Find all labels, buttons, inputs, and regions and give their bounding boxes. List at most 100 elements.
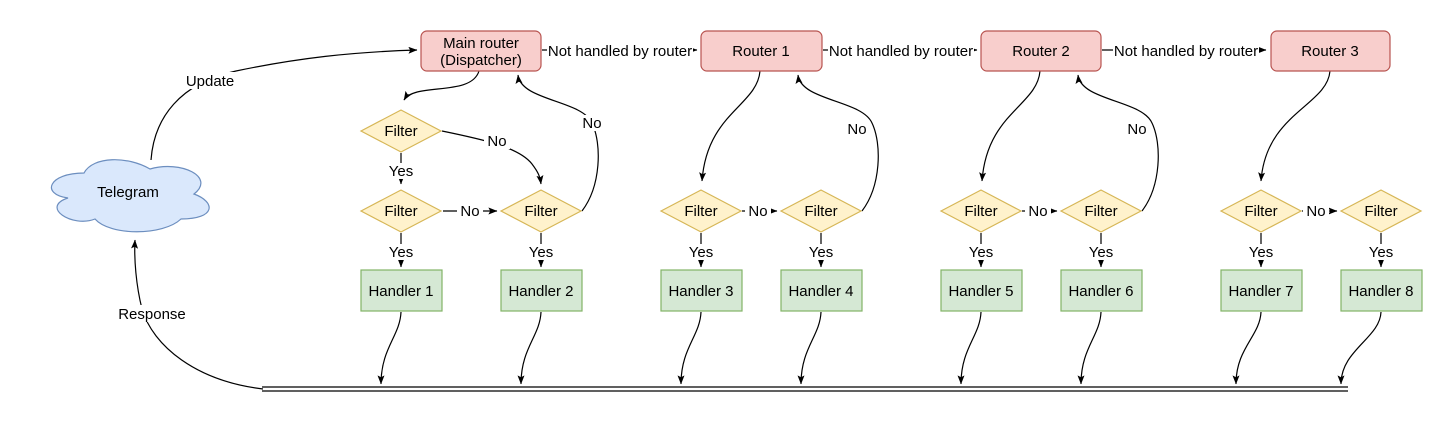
- yes-r3a-text: Yes: [1249, 244, 1273, 261]
- edge-handler5-to-bus: [957, 311, 982, 385]
- yes-r2a-bg: [967, 244, 995, 260]
- yes-label-top: Yes: [387, 163, 415, 180]
- filter-diamond-m2: [499, 189, 583, 233]
- yes-r2b-bg: [1087, 244, 1115, 260]
- not-handled-2-bg: [828, 43, 974, 59]
- not-handled-label-3: Not handled by router: [1113, 43, 1259, 60]
- handler-2-label: Handler 2: [508, 283, 573, 300]
- not-handled-label-1: Not handled by router: [547, 43, 693, 60]
- yes-label-r1b: Yes: [807, 244, 835, 261]
- edge-handler8-to-bus: [1337, 311, 1382, 385]
- filter-top-label: Filter: [384, 123, 417, 140]
- edge-update-arrow: [150, 46, 418, 161]
- edge-router3-to-filter: [1258, 70, 1331, 182]
- edge-handler2-to-bus: [517, 311, 542, 385]
- yes-label-r2a: Yes: [967, 244, 995, 261]
- router-box-dispatcher: [420, 30, 542, 72]
- router-box-2: [980, 30, 1102, 72]
- filter-r1b-label: Filter: [804, 203, 837, 220]
- no-r1-return-bg: [844, 121, 870, 137]
- no-r2-return-text: No: [1127, 121, 1146, 138]
- update-label-bg: [181, 72, 239, 89]
- yes-r1a-bg: [687, 244, 715, 260]
- telegram-cloud: [50, 159, 210, 233]
- router-3-label: Router 3: [1301, 43, 1359, 60]
- router-2-label: Router 2: [1012, 43, 1070, 60]
- yes-m1-text: Yes: [389, 244, 413, 261]
- no-m-return-bg: [579, 115, 605, 131]
- not-handled-1-bg: [547, 43, 693, 59]
- no-m-return-text: No: [582, 115, 601, 132]
- not-handled-1-text: Not handled by router: [548, 43, 692, 60]
- edge-labels: Update Response Not handled by router No…: [115, 43, 1395, 323]
- router-box-1: [700, 30, 823, 72]
- handler-box-4: [780, 269, 863, 312]
- yes-r1a-text: Yes: [689, 244, 713, 261]
- filter-diamond-m1: [359, 189, 443, 233]
- no-r3-text: No: [1306, 203, 1325, 220]
- yes-label-m2: Yes: [527, 244, 555, 261]
- filter-r2b-label: Filter: [1084, 203, 1117, 220]
- handler-box-6: [1060, 269, 1143, 312]
- filter-diamond-r3a: [1219, 189, 1303, 233]
- edge-filter-m2-no-return: [515, 74, 599, 212]
- handler-5-label: Handler 5: [948, 283, 1013, 300]
- handler-1-label: Handler 1: [368, 283, 433, 300]
- no-label-filter-top: No: [484, 133, 510, 150]
- router-box-3: [1270, 30, 1391, 72]
- edge-dispatcher-to-filter-top: [403, 70, 480, 101]
- no-r1-bg: [745, 203, 771, 219]
- no-r2-bg: [1025, 203, 1051, 219]
- no-r2-text: No: [1028, 203, 1047, 220]
- not-handled-3-text: Not handled by router: [1114, 43, 1258, 60]
- router-dispatcher-line1: Main router: [443, 35, 519, 52]
- no-r2-return-bg: [1124, 121, 1150, 137]
- edge-handler6-to-bus: [1077, 311, 1102, 385]
- no-label-r1: No: [745, 203, 771, 220]
- no-label-m: No: [457, 203, 483, 220]
- handler-3-label: Handler 3: [668, 283, 733, 300]
- not-handled-3-bg: [1113, 43, 1259, 59]
- nodes: Telegram Main router (Dispatcher) Router…: [50, 30, 1423, 312]
- edge-router1-to-filter: [699, 70, 761, 182]
- filter-m1-label: Filter: [384, 203, 417, 220]
- filter-r2a-label: Filter: [964, 203, 997, 220]
- no-m-bg: [457, 203, 483, 219]
- yes-r1b-bg: [807, 244, 835, 260]
- yes-label-m1: Yes: [387, 244, 415, 261]
- not-handled-2-text: Not handled by router: [829, 43, 973, 60]
- yes-top-bg: [387, 163, 415, 179]
- edges: [131, 46, 1385, 392]
- update-label: Update: [181, 72, 239, 90]
- yes-label-r1a: Yes: [687, 244, 715, 261]
- filter-diamond-r1b: [779, 189, 863, 233]
- yes-m2-text: Yes: [529, 244, 553, 261]
- yes-m2-bg: [527, 244, 555, 260]
- filter-r3a-label: Filter: [1244, 203, 1277, 220]
- update-label-text: Update: [186, 73, 234, 90]
- handler-box-5: [940, 269, 1023, 312]
- edge-handler3-to-bus: [677, 311, 702, 385]
- filter-m2-label: Filter: [524, 203, 557, 220]
- handler-box-1: [360, 269, 443, 312]
- filter-diamond-r2b: [1059, 189, 1143, 233]
- filter-diamond-top: [359, 109, 443, 153]
- no-label-r1-return: No: [844, 121, 870, 138]
- response-label-bg: [115, 305, 189, 322]
- filter-r3b-label: Filter: [1364, 203, 1397, 220]
- yes-r2b-text: Yes: [1089, 244, 1113, 261]
- yes-top-text: Yes: [389, 163, 413, 180]
- not-handled-label-2: Not handled by router: [828, 43, 974, 60]
- yes-r3b-text: Yes: [1369, 244, 1393, 261]
- no-top-bg: [484, 133, 510, 149]
- handler-4-label: Handler 4: [788, 283, 853, 300]
- response-label: Response: [115, 305, 189, 323]
- no-label-m-return: No: [579, 115, 605, 132]
- router-1-label: Router 1: [732, 43, 790, 60]
- handler-box-7: [1220, 269, 1303, 312]
- yes-r1b-text: Yes: [809, 244, 833, 261]
- no-label-r3: No: [1303, 203, 1329, 220]
- edge-filter-top-no: [441, 130, 544, 185]
- yes-m1-bg: [387, 244, 415, 260]
